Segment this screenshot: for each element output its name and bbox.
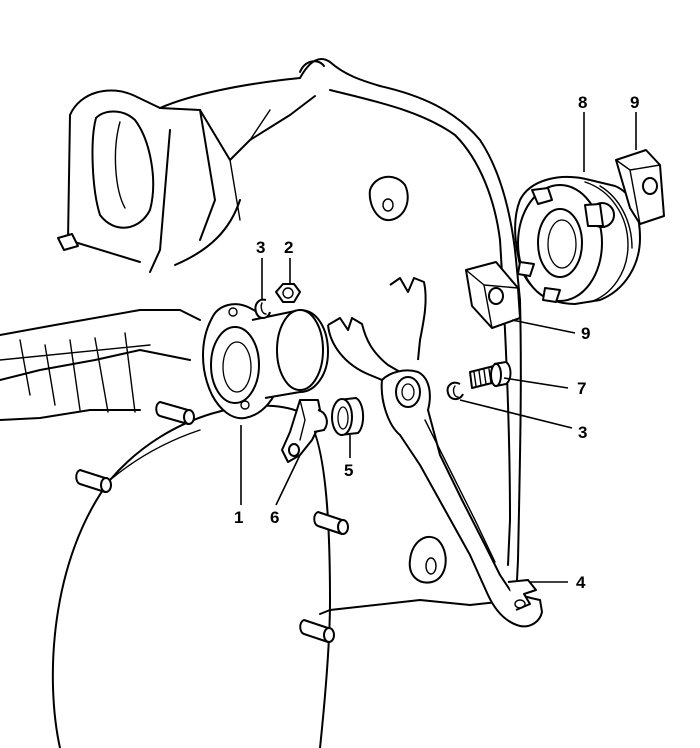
part-clip-lower [465,261,521,329]
callout-5: 5 [344,461,353,480]
callout-6: 6 [270,508,279,527]
callout-2: 2 [284,238,293,257]
part-guide-tube [202,303,329,420]
callout-3-lower: 3 [578,423,587,442]
callout-7: 7 [577,379,586,398]
part-release-bearing [514,176,641,305]
callout-3-upper: 3 [256,238,265,257]
clutch-bell-ring [51,401,349,748]
callout-8: 8 [578,93,587,112]
part-circlip-upper [254,298,271,319]
callout-labels: 1 2 3 3 4 5 6 7 8 9 9 [234,93,639,592]
callout-4: 4 [576,573,586,592]
part-bushing [331,397,364,436]
part-screw [469,361,512,389]
part-nut [275,283,301,303]
part-circlip-lower [446,381,464,401]
part-clip-upper [615,149,665,225]
callout-leaders [240,112,637,583]
callout-9-lower: 9 [581,324,590,343]
part-clutch-fork [327,277,543,628]
bell-bolt-pins [75,401,349,643]
callout-9-upper: 9 [630,93,639,112]
callout-1: 1 [234,508,243,527]
